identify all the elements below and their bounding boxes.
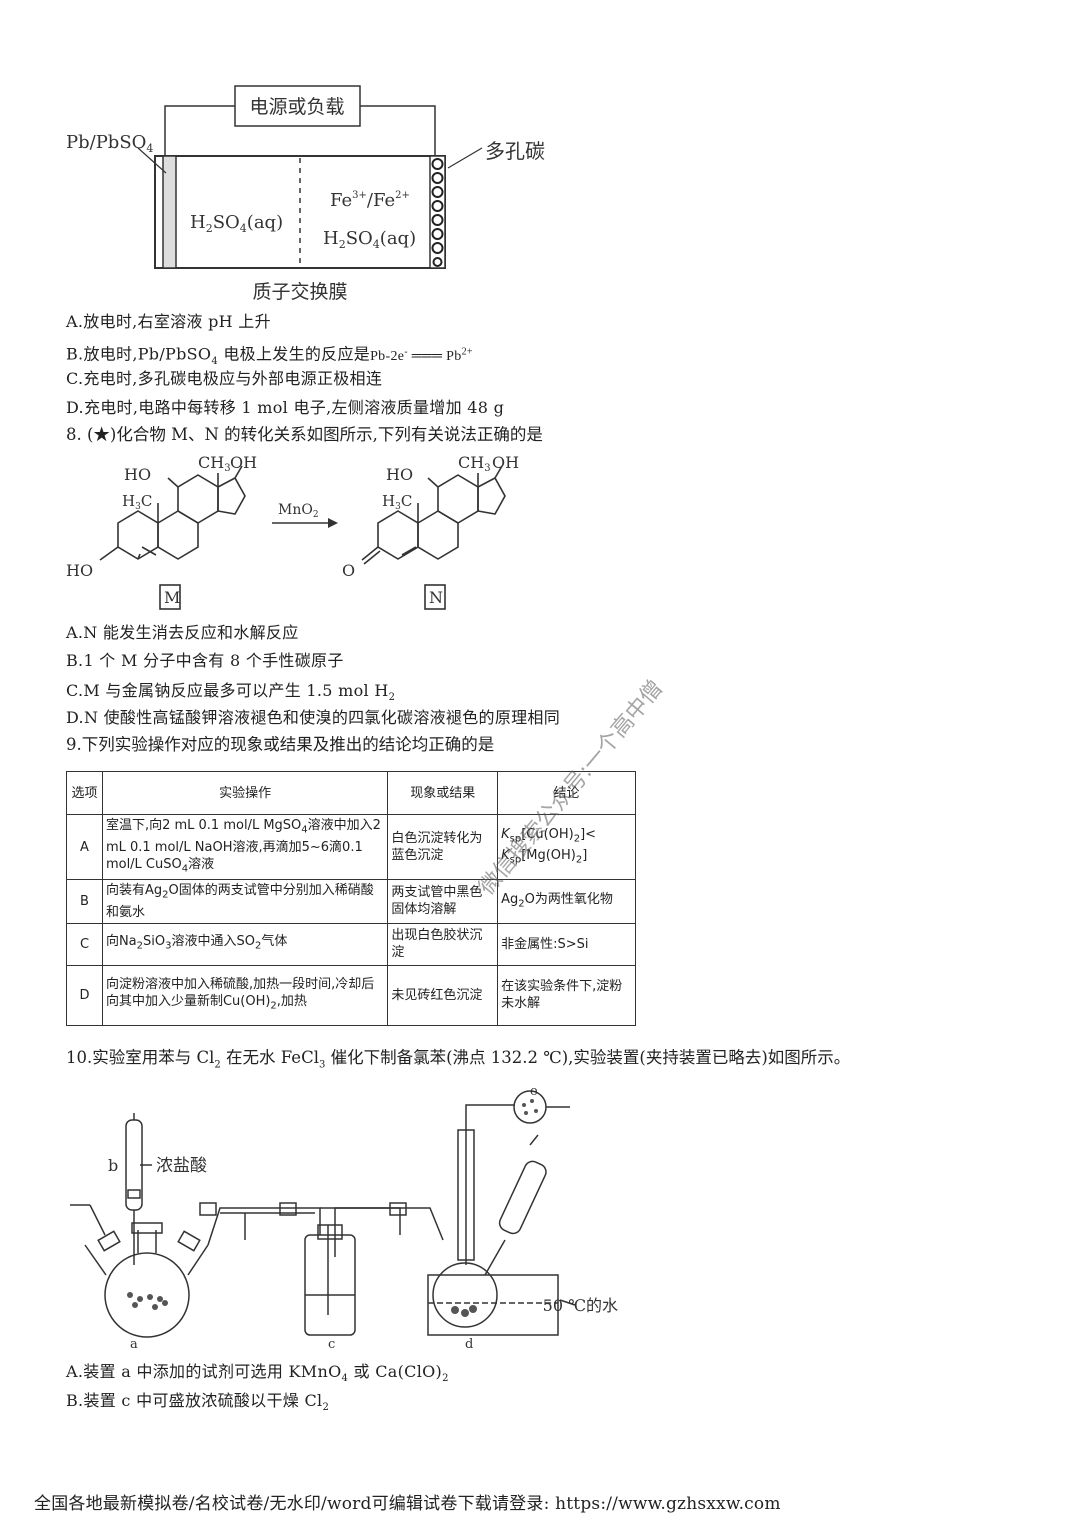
right-electrode-label: 多孔碳 xyxy=(485,139,545,163)
svg-text:OH: OH xyxy=(230,453,257,472)
battery-diagram: 电源或负载 Pb/PbSO4 多孔碳 H2SO4(aq) Fe3+/Fe2+ H… xyxy=(66,85,545,303)
label-d: d xyxy=(465,1337,473,1352)
apparatus-diagram: b 浓盐酸 a c d e 50 ℃的水 xyxy=(70,1085,618,1352)
svg-text:H3C: H3C xyxy=(122,492,152,512)
svg-text:H3C: H3C xyxy=(382,492,412,512)
table-cell-operation: 向Na2SiO3溶液中通入SO2气体 xyxy=(101,922,389,966)
reagent-label: MnO2 xyxy=(278,502,319,520)
q8-option-b: B.1 个 M 分子中含有 8 个手性碳原子 xyxy=(66,651,344,670)
download-footer: 全国各地最新模拟卷/名校试卷/无水印/word可编辑试卷下载请登录: https… xyxy=(34,1494,781,1514)
q7-option-b: B.放电时,Pb/PbSO4 电极上发生的反应是Pb-2e- ═══ Pb2+ xyxy=(66,344,473,367)
q8-structures: MnO2 HO CH3 OH H3C HO M HO CH3 OH H3C O … xyxy=(66,453,519,610)
table-row: A 室温下,向2 mL 0.1 mol/L MgSO4溶液中加入2 mL 0.1… xyxy=(66,813,636,881)
membrane-label: 质子交换膜 xyxy=(252,281,347,303)
q7-option-a: A.放电时,右室溶液 pH 上升 xyxy=(66,312,271,331)
table-cell-operation: 向淀粉溶液中加入稀硫酸,加热一段时间,冷却后向其中加入少量新制Cu(OH)2,加… xyxy=(101,964,389,1026)
table-cell-option: C xyxy=(66,922,103,966)
left-electrode-label: Pb/PbSO4 xyxy=(66,132,153,155)
label-b: b xyxy=(108,1156,118,1175)
q8-option-a: A.N 能发生消去反应和水解反应 xyxy=(66,623,299,642)
table-cell-option: B xyxy=(66,879,103,924)
svg-text:HO: HO xyxy=(386,465,413,484)
label-a: a xyxy=(130,1337,138,1352)
table-cell-result: 两支试管中黑色固体均溶解 xyxy=(387,879,499,924)
label-m: M xyxy=(164,588,180,607)
q10-option-b: B.装置 c 中可盛放浓硫酸以干燥 Cl2 xyxy=(66,1391,330,1414)
table-header: 结论 xyxy=(497,771,636,815)
q10-stem: 10.实验室用苯与 Cl2 在无水 FeCl3 催化下制备氯苯(沸点 132.2… xyxy=(66,1048,851,1071)
table-cell-option: A xyxy=(66,813,103,881)
svg-text:CH3: CH3 xyxy=(198,453,231,474)
table-cell-operation: 室温下,向2 mL 0.1 mol/L MgSO4溶液中加入2 mL 0.1 m… xyxy=(101,813,389,881)
svg-text:O: O xyxy=(342,561,355,580)
label-e: e xyxy=(530,1085,538,1099)
table-row: D 向淀粉溶液中加入稀硫酸,加热一段时间,冷却后向其中加入少量新制Cu(OH)2… xyxy=(66,964,636,1026)
label-c: c xyxy=(328,1337,335,1352)
svg-text:OH: OH xyxy=(492,453,519,472)
table-cell-conclusion: Ksp[Cu(OH)2]<Ksp[Mg(OH)2] xyxy=(497,813,636,881)
q9-stem: 9.下列实验操作对应的现象或结果及推出的结论均正确的是 xyxy=(66,735,495,754)
table-cell-conclusion: Ag2O为两性氧化物 xyxy=(497,879,636,924)
table-cell-conclusion: 在该实验条件下,淀粉未水解 xyxy=(497,964,636,1026)
table-cell-option: D xyxy=(66,964,103,1026)
right-solution-label: H2SO4(aq) xyxy=(323,228,416,251)
left-solution-label: H2SO4(aq) xyxy=(190,212,283,235)
table-cell-result: 白色沉淀转化为蓝色沉淀 xyxy=(387,813,499,881)
q7-option-d: D.充电时,电路中每转移 1 mol 电子,左侧溶液质量增加 48 g xyxy=(66,398,505,417)
table-row: B 向装有Ag2O固体的两支试管中分别加入稀硝酸和氨水 两支试管中黑色固体均溶解… xyxy=(66,879,636,924)
table-cell-operation: 向装有Ag2O固体的两支试管中分别加入稀硝酸和氨水 xyxy=(101,879,389,924)
table-cell-result: 出现白色胶状沉淀 xyxy=(387,922,499,966)
q8-option-c: C.M 与金属钠反应最多可以产生 1.5 mol H2 xyxy=(66,681,396,704)
svg-text:CH3: CH3 xyxy=(458,453,491,474)
power-label: 电源或负载 xyxy=(249,96,344,118)
label-acid: 浓盐酸 xyxy=(156,1156,207,1176)
table-header: 现象或结果 xyxy=(387,771,499,815)
right-ions-label: Fe3+/Fe2+ xyxy=(330,190,410,211)
q7-option-c: C.充电时,多孔碳电极应与外部电源正极相连 xyxy=(66,369,383,388)
q8-option-d: D.N 使酸性高锰酸钾溶液褪色和使溴的四氯化碳溶液褪色的原理相同 xyxy=(66,708,561,727)
svg-text:HO: HO xyxy=(66,561,93,580)
label-water: 50 ℃的水 xyxy=(543,1296,618,1315)
experiment-table: 选项 实验操作 现象或结果 结论 A 室温下,向2 mL 0.1 mol/L M… xyxy=(66,771,636,1026)
table-header: 实验操作 xyxy=(101,771,389,815)
q10-option-a: A.装置 a 中添加的试剂可选用 KMnO4 或 Ca(ClO)2 xyxy=(66,1362,449,1385)
table-header-row: 选项 实验操作 现象或结果 结论 xyxy=(66,771,636,815)
table-cell-result: 未见砖红色沉淀 xyxy=(387,964,499,1026)
table-header: 选项 xyxy=(66,771,103,815)
table-cell-conclusion: 非金属性:S>Si xyxy=(497,922,636,966)
label-n: N xyxy=(429,588,443,607)
q8-stem: 8. (★)化合物 M、N 的转化关系如图所示,下列有关说法正确的是 xyxy=(66,425,543,444)
svg-text:HO: HO xyxy=(124,465,151,484)
table-row: C 向Na2SiO3溶液中通入SO2气体 出现白色胶状沉淀 非金属性:S>Si xyxy=(66,922,636,966)
